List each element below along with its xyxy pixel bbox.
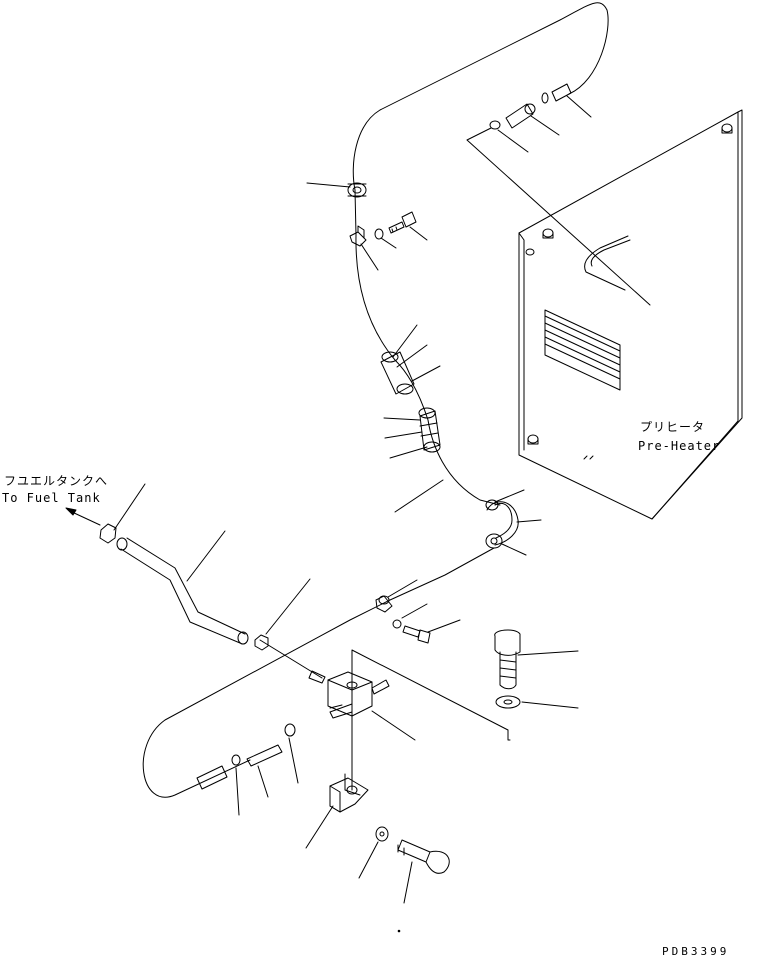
washer (376, 827, 388, 841)
arrow-to-fuel-tank (66, 508, 100, 525)
preheater-bolt (526, 249, 534, 255)
washer (393, 620, 401, 628)
top-fittings (490, 84, 571, 129)
lower-clamp (376, 596, 392, 612)
pipe-nut (255, 635, 268, 650)
mounting-bracket (330, 774, 368, 812)
hose-fitting-upper (381, 352, 414, 394)
preheater-bolt (528, 435, 538, 444)
fuel-hose-main (353, 3, 608, 505)
bolt-vertical (495, 630, 520, 689)
bolt-small (389, 212, 416, 233)
preheater-label-en: Pre-Heater (638, 439, 721, 453)
preheater-pipe (585, 236, 630, 290)
fuel-tank-label-en: To Fuel Tank (2, 491, 101, 505)
fuel-tank-pipe (121, 538, 245, 643)
hose-elbow (486, 500, 518, 548)
junction-block (309, 671, 389, 718)
fuel-tank-label-jp: フユエルタンクへ (4, 474, 109, 488)
hose-clamp (350, 226, 366, 246)
reference-line (352, 650, 510, 740)
preheater-mark (584, 456, 593, 459)
preheater-bolt (543, 229, 553, 238)
leader-lines (114, 96, 591, 903)
bolt-small (403, 626, 430, 643)
reference-line (467, 128, 650, 305)
drawing-code: PDB3399 (662, 945, 730, 958)
preheater-unit (519, 110, 742, 519)
pipe-end (238, 632, 248, 644)
dot-mark (398, 930, 400, 932)
lower-fittings (197, 705, 342, 789)
preheater-bolt (722, 124, 732, 133)
hose-fitting-lower (419, 408, 440, 452)
washer (375, 229, 383, 239)
pipe-nut (100, 524, 116, 543)
washer (496, 696, 520, 708)
pipe-end (117, 538, 127, 550)
hose-segment (260, 640, 322, 678)
bolt-large (398, 840, 449, 873)
preheater-vent (545, 310, 620, 390)
preheater-label-jp: プリヒータ (640, 420, 706, 434)
hose-grommet (348, 183, 366, 197)
fuel-hose-lower (143, 548, 494, 797)
